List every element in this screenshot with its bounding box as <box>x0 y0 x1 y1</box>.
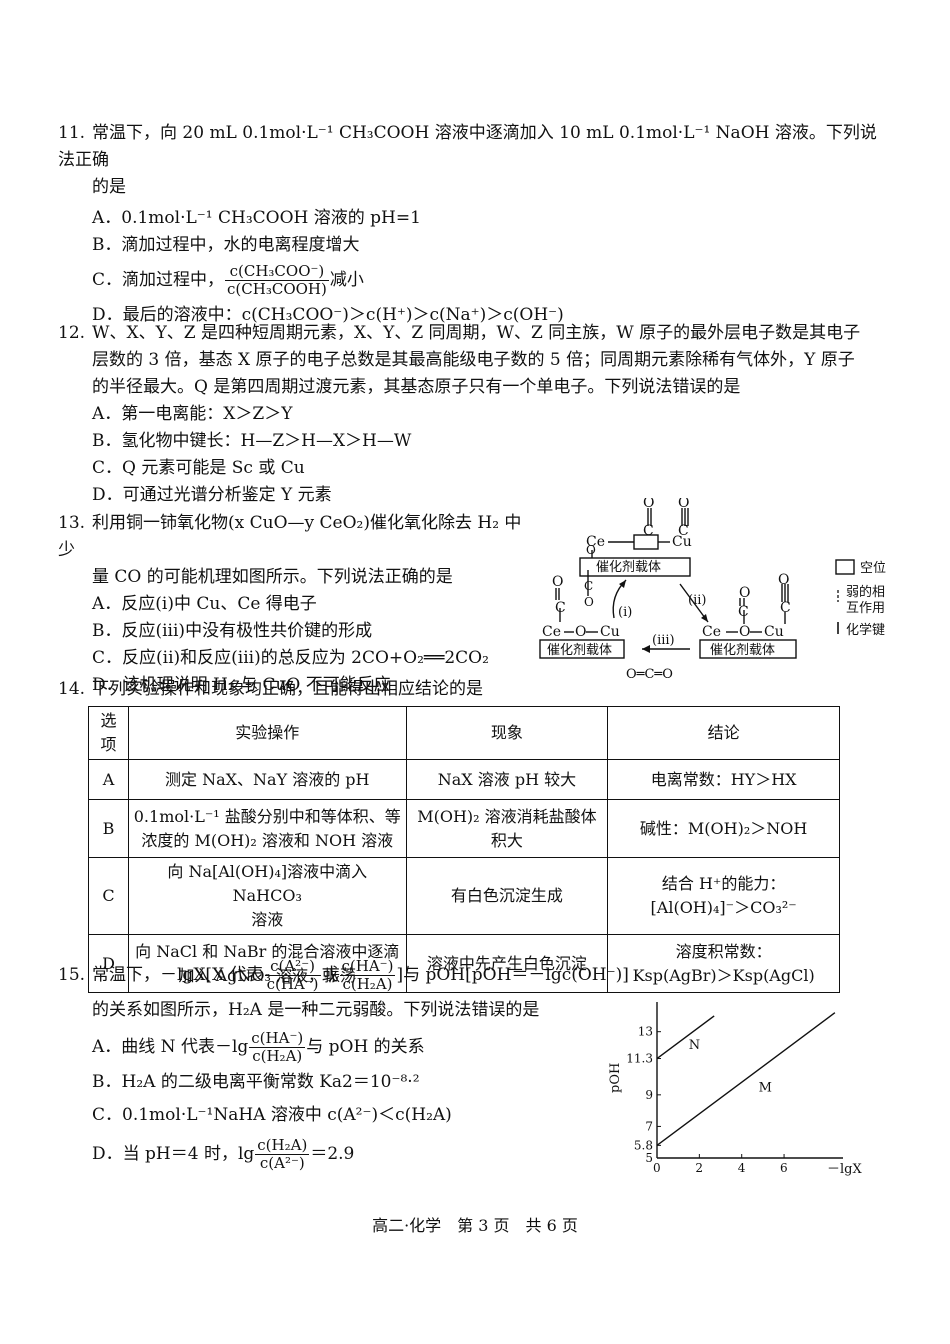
option-d: D．可通过光谱分析鉴定 Y 元素 <box>92 485 332 505</box>
svg-text:O═C═O: O═C═O <box>626 667 673 682</box>
svg-text:互作用: 互作用 <box>846 601 885 616</box>
option-c: C．0.1mol·L⁻¹NaHA 溶液中 c(A²⁻)＜c(H₂A) <box>92 1105 452 1125</box>
option-d: D．最后的溶液中：c(CH₃COO⁻)＞c(H⁺)＞c(Na⁺)＞c(OH⁻) <box>92 305 564 325</box>
svg-text:(i): (i) <box>618 605 632 620</box>
page-footer: 高二·化学 第 3 页 共 6 页 <box>372 1216 578 1235</box>
x-tick-label: 4 <box>738 1161 746 1175</box>
svg-text:Cu: Cu <box>672 534 692 550</box>
y-tick-label: 13 <box>638 1025 653 1039</box>
y-tick-label: 11.3 <box>626 1052 653 1066</box>
svg-text:C: C <box>555 600 566 616</box>
series-label-n: N <box>689 1038 700 1053</box>
svg-text:Ce: Ce <box>702 624 721 640</box>
svg-text:C: C <box>738 604 749 620</box>
svg-text:O: O <box>778 572 789 588</box>
x-axis-label: －lgX <box>827 1162 862 1177</box>
question-13: 13.利用铜一铈氧化物(x CuO—y CeO₂)催化氧化除去 H₂ 中少 量 … <box>58 510 538 699</box>
x-tick-label: 6 <box>780 1161 788 1175</box>
y-tick-label: 5.8 <box>634 1138 653 1152</box>
question-14: 14. 下列实验操作和现象均正确，且能得出相应结论的是 <box>58 676 888 703</box>
svg-text:O: O <box>739 585 750 601</box>
option-b: B．滴加过程中，水的电离程度增大 <box>92 235 360 255</box>
option-c: C．反应(ii)和反应(iii)的总反应为 2CO+O₂══2CO₂ <box>92 648 489 668</box>
svg-text:(ii): (ii) <box>688 593 706 608</box>
svg-text:C: C <box>678 523 689 539</box>
option-a: A．第一电离能：X＞Z＞Y <box>92 404 293 424</box>
svg-text:O: O <box>552 574 563 590</box>
svg-text:C: C <box>643 523 654 539</box>
svg-text:O: O <box>575 624 586 640</box>
y-tick-label: 7 <box>645 1119 653 1133</box>
y-axis-label: pOH <box>608 1063 623 1093</box>
experiment-table: 选项实验操作现象结论 A 测定 NaX、NaY 溶液的 pH NaX 溶液 pH… <box>88 706 840 993</box>
table-row: A 测定 NaX、NaY 溶液的 pH NaX 溶液 pH 较大 电离常数：HY… <box>88 759 840 800</box>
poh-chart: 0 2 4 6 55.8 7 9 11.3 13 －lgX pOH N M <box>608 1002 862 1177</box>
svg-text:O: O <box>584 595 594 609</box>
option-b: B．H₂A 的二级电离平衡常数 Ka2＝10⁻⁸·² <box>92 1072 420 1092</box>
question-stem-cont: 量 CO 的可能机理如图所示。下列说法正确的是 <box>92 567 453 587</box>
x-tick-label: 0 <box>653 1161 661 1175</box>
svg-text:C: C <box>584 579 593 593</box>
question-number: 13. <box>58 513 86 533</box>
question-11: 11.常温下，向 20 mL 0.1mol·L⁻¹ CH₃COOH 溶液中逐滴加… <box>58 120 888 329</box>
question-stem-cont: 的是 <box>92 177 126 197</box>
option-c: C．滴加过程中，c(CH₃COO⁻)c(CH₃COOH)减小 <box>92 262 364 298</box>
svg-text:催化剂载体: 催化剂载体 <box>547 643 612 658</box>
svg-text:Ce: Ce <box>586 534 605 550</box>
svg-text:O: O <box>643 498 654 511</box>
x-tick-label: 2 <box>695 1161 703 1175</box>
option-b: B．氢化物中键长：H—Z＞H—X＞H—W <box>92 431 412 451</box>
svg-text:弱的相: 弱的相 <box>846 584 885 600</box>
question-number: 15. <box>58 965 86 985</box>
option-d: D．该机理说明 H₂ 与 CuO 不可能反应 <box>92 675 391 695</box>
question-number: 11. <box>58 123 86 143</box>
table-row: D 向 NaCl 和 NaBr 的混合溶液中逐滴加入 AgNO₃ 溶液，振荡 溶… <box>88 934 840 993</box>
option-b: B．反应(iii)中没有极性共价键的形成 <box>92 621 373 641</box>
svg-text:O: O <box>586 543 596 557</box>
y-tick-label: 5 <box>645 1151 653 1165</box>
question-stem-cont: 的关系如图所示，H₂A 是一种二元弱酸。下列说法错误的是 <box>92 1000 540 1020</box>
svg-text:(iii): (iii) <box>652 633 675 648</box>
table-row: B 0.1mol·L⁻¹ 盐酸分别中和等体积、等浓度的 M(OH)₂ 溶液和 N… <box>88 799 840 858</box>
series-label-m: M <box>759 1081 772 1096</box>
series-line-n <box>656 1015 715 1060</box>
svg-text:Ce: Ce <box>542 624 561 640</box>
svg-text:Cu: Cu <box>600 624 620 640</box>
svg-text:催化剂载体: 催化剂载体 <box>710 643 775 658</box>
question-stem-cont: 的半径最大。Q 是第四周期过渡元素，其基态原子只有一个单电子。下列说法错误的是 <box>92 377 741 397</box>
question-stem: 利用铜一铈氧化物(x CuO—y CeO₂)催化氧化除去 H₂ 中少 <box>58 513 522 560</box>
svg-text:Cu: Cu <box>764 624 784 640</box>
table-header: 选项实验操作现象结论 <box>88 706 840 760</box>
question-stem: W、X、Y、Z 是四种短周期元素，X、Y、Z 同周期，W、Z 同主族，W 原子的… <box>92 323 861 343</box>
svg-text:O: O <box>739 624 750 640</box>
option-a: A．0.1mol·L⁻¹ CH₃COOH 溶液的 pH=1 <box>92 208 421 228</box>
question-12: 12. W、X、Y、Z 是四种短周期元素，X、Y、Z 同周期，W、Z 同主族，W … <box>58 320 888 509</box>
series-line-m <box>656 1012 836 1146</box>
mechanism-diagram: Ce Cu O C O C 催化剂载体 O C O Ce O Cu O C 催化… <box>539 498 886 682</box>
question-number: 12. <box>58 323 86 343</box>
svg-text:空位: 空位 <box>860 561 886 576</box>
svg-text:O: O <box>678 498 689 511</box>
svg-text:C: C <box>780 600 791 616</box>
option-a: A．反应(i)中 Cu、Ce 得电子 <box>92 594 317 614</box>
svg-text:化学键: 化学键 <box>846 622 885 638</box>
question-stem: 常温下，向 20 mL 0.1mol·L⁻¹ CH₃COOH 溶液中逐滴加入 1… <box>58 123 877 170</box>
question-stem-cont: 层数的 3 倍，基态 X 原子的电子总数是其最高能级电子数的 5 倍；同周期元素… <box>92 350 855 370</box>
y-tick-label: 9 <box>645 1088 653 1102</box>
svg-text:催化剂载体: 催化剂载体 <box>596 560 661 575</box>
question-number: 14. <box>58 679 86 699</box>
question-stem: 下列实验操作和现象均正确，且能得出相应结论的是 <box>92 679 483 699</box>
option-c: C．Q 元素可能是 Sc 或 Cu <box>92 458 305 478</box>
